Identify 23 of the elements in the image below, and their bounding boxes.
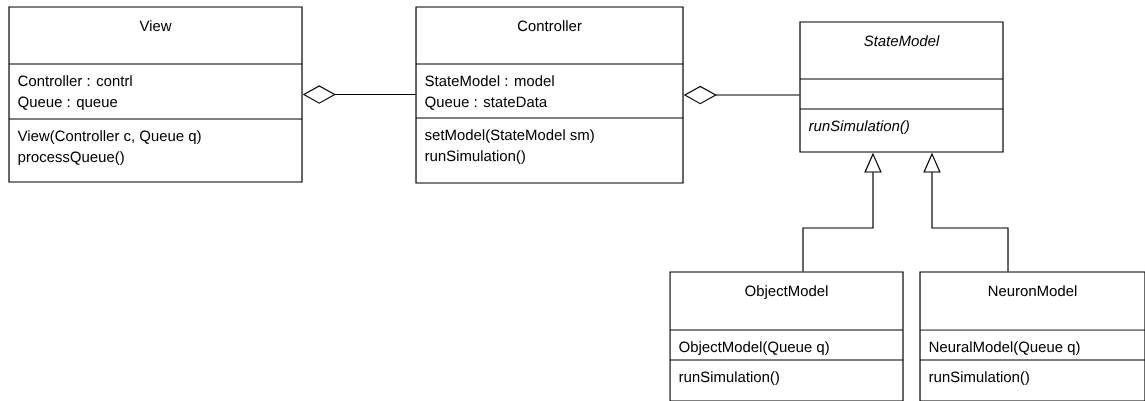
attribute-text: Controller : contrl <box>18 75 132 87</box>
attribute-text: Queue : queue <box>18 96 118 111</box>
class-box <box>8 6 303 183</box>
attribute-text: ObjectModel(Queue q) <box>679 341 829 356</box>
class-box <box>669 271 904 401</box>
method-text: runSimulation() <box>679 371 779 386</box>
attribute-text: StateModel : model <box>425 75 554 87</box>
attribute-text: Queue : stateData <box>425 96 548 110</box>
class-name: View <box>139 20 172 32</box>
method-text: processQueue() <box>18 151 124 166</box>
method-text: runSimulation() <box>929 371 1029 386</box>
class-box <box>415 6 684 184</box>
method-text: runSimulation() <box>425 150 525 165</box>
class-name: StateModel <box>864 35 940 47</box>
method-text: setModel(StateModel sm) <box>425 129 594 144</box>
class-name: Controller <box>517 20 582 32</box>
class-name: NeuronModel <box>988 285 1077 297</box>
class-name: ObjectModel <box>745 285 828 300</box>
class-box <box>799 21 1004 153</box>
class-box <box>919 271 1145 401</box>
attribute-text: NeuralModel(Queue q) <box>929 341 1080 356</box>
method-text: View(Controller c, Queue q) <box>17 130 201 145</box>
method-text: runSimulation() <box>808 120 909 135</box>
